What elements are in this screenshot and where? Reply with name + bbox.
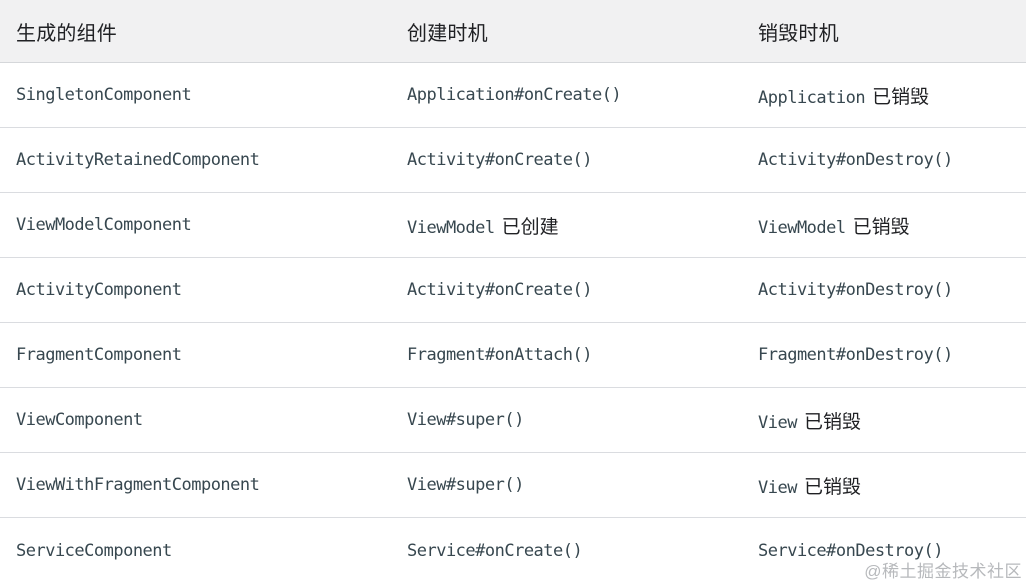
destroyed-code: Application [758,87,866,108]
created-cell: Activity#onCreate() [391,149,742,171]
table-row: ViewWithFragmentComponent View#super() V… [0,453,1026,518]
destroyed-code: ViewModel [758,217,846,238]
component-cell: ServiceComponent [0,541,391,561]
destroyed-plain: 已销毁 [803,476,861,498]
component-name: SingletonComponent [16,85,192,105]
created-code: Activity#onCreate() [407,150,592,170]
destroyed-code: Activity#onDestroy() [758,280,953,300]
component-name: ActivityRetainedComponent [16,150,260,170]
created-code: Fragment#onAttach() [407,345,592,365]
destroyed-code: View [758,477,797,498]
table-row: ActivityComponent Activity#onCreate() Ac… [0,258,1026,323]
destroyed-cell: View 已销毁 [742,407,1026,434]
header-cell-destroyed: 销毁时机 [742,17,1026,46]
destroyed-cell: Activity#onDestroy() [742,279,1026,301]
created-code: View#super() [407,410,524,430]
created-code: Application#onCreate() [407,85,622,105]
created-cell: Application#onCreate() [391,84,742,106]
destroyed-code: Activity#onDestroy() [758,150,953,170]
table-row: SingletonComponent Application#onCreate(… [0,63,1026,128]
component-cell: SingletonComponent [0,85,391,105]
header-cell-created: 创建时机 [391,17,742,46]
component-cell: ActivityRetainedComponent [0,150,391,170]
component-cell: ViewComponent [0,410,391,430]
created-cell: View#super() [391,474,742,496]
header-cell-component: 生成的组件 [0,17,391,46]
component-name: ViewComponent [16,410,143,430]
component-name: ViewModelComponent [16,215,192,235]
destroyed-cell: Activity#onDestroy() [742,149,1026,171]
created-code: ViewModel [407,217,495,238]
destroyed-plain: 已销毁 [852,216,910,238]
created-cell: Fragment#onAttach() [391,344,742,366]
created-cell: ViewModel 已创建 [391,212,742,239]
created-cell: Activity#onCreate() [391,279,742,301]
table-row: ViewModelComponent ViewModel 已创建 ViewMode… [0,193,1026,258]
table-row: ServiceComponent Service#onCreate() Serv… [0,518,1026,583]
header-label-created: 创建时机 [407,22,488,45]
component-cell: ActivityComponent [0,280,391,300]
destroyed-code: Fragment#onDestroy() [758,345,953,365]
destroyed-cell: Application 已销毁 [742,82,1026,109]
created-code: Activity#onCreate() [407,280,592,300]
created-code: View#super() [407,475,524,495]
component-name: ActivityComponent [16,280,182,300]
header-label-destroyed: 销毁时机 [758,22,839,45]
created-plain: 已创建 [501,216,559,238]
table-header-row: 生成的组件 创建时机 销毁时机 [0,0,1026,63]
destroyed-cell: Service#onDestroy() [742,540,1026,562]
component-name: ServiceComponent [16,540,172,561]
table-row: ViewComponent View#super() View 已销毁 [0,388,1026,453]
destroyed-cell: ViewModel 已销毁 [742,212,1026,239]
component-cell: ViewModelComponent [0,215,391,235]
destroyed-cell: Fragment#onDestroy() [742,344,1026,366]
component-cell: ViewWithFragmentComponent [0,475,391,495]
header-label-component: 生成的组件 [16,22,117,45]
component-cell: FragmentComponent [0,345,391,365]
table-row: FragmentComponent Fragment#onAttach() Fr… [0,323,1026,388]
destroyed-plain: 已销毁 [872,86,930,108]
created-cell: View#super() [391,409,742,431]
component-name: FragmentComponent [16,345,182,365]
component-name: ViewWithFragmentComponent [16,475,260,495]
destroyed-plain: 已销毁 [803,411,861,433]
created-cell: Service#onCreate() [391,540,742,562]
destroyed-code: View [758,412,797,433]
table-row: ActivityRetainedComponent Activity#onCre… [0,128,1026,193]
destroyed-code: Service#onDestroy() [758,540,943,561]
created-code: Service#onCreate() [407,540,583,561]
destroyed-cell: View 已销毁 [742,472,1026,499]
